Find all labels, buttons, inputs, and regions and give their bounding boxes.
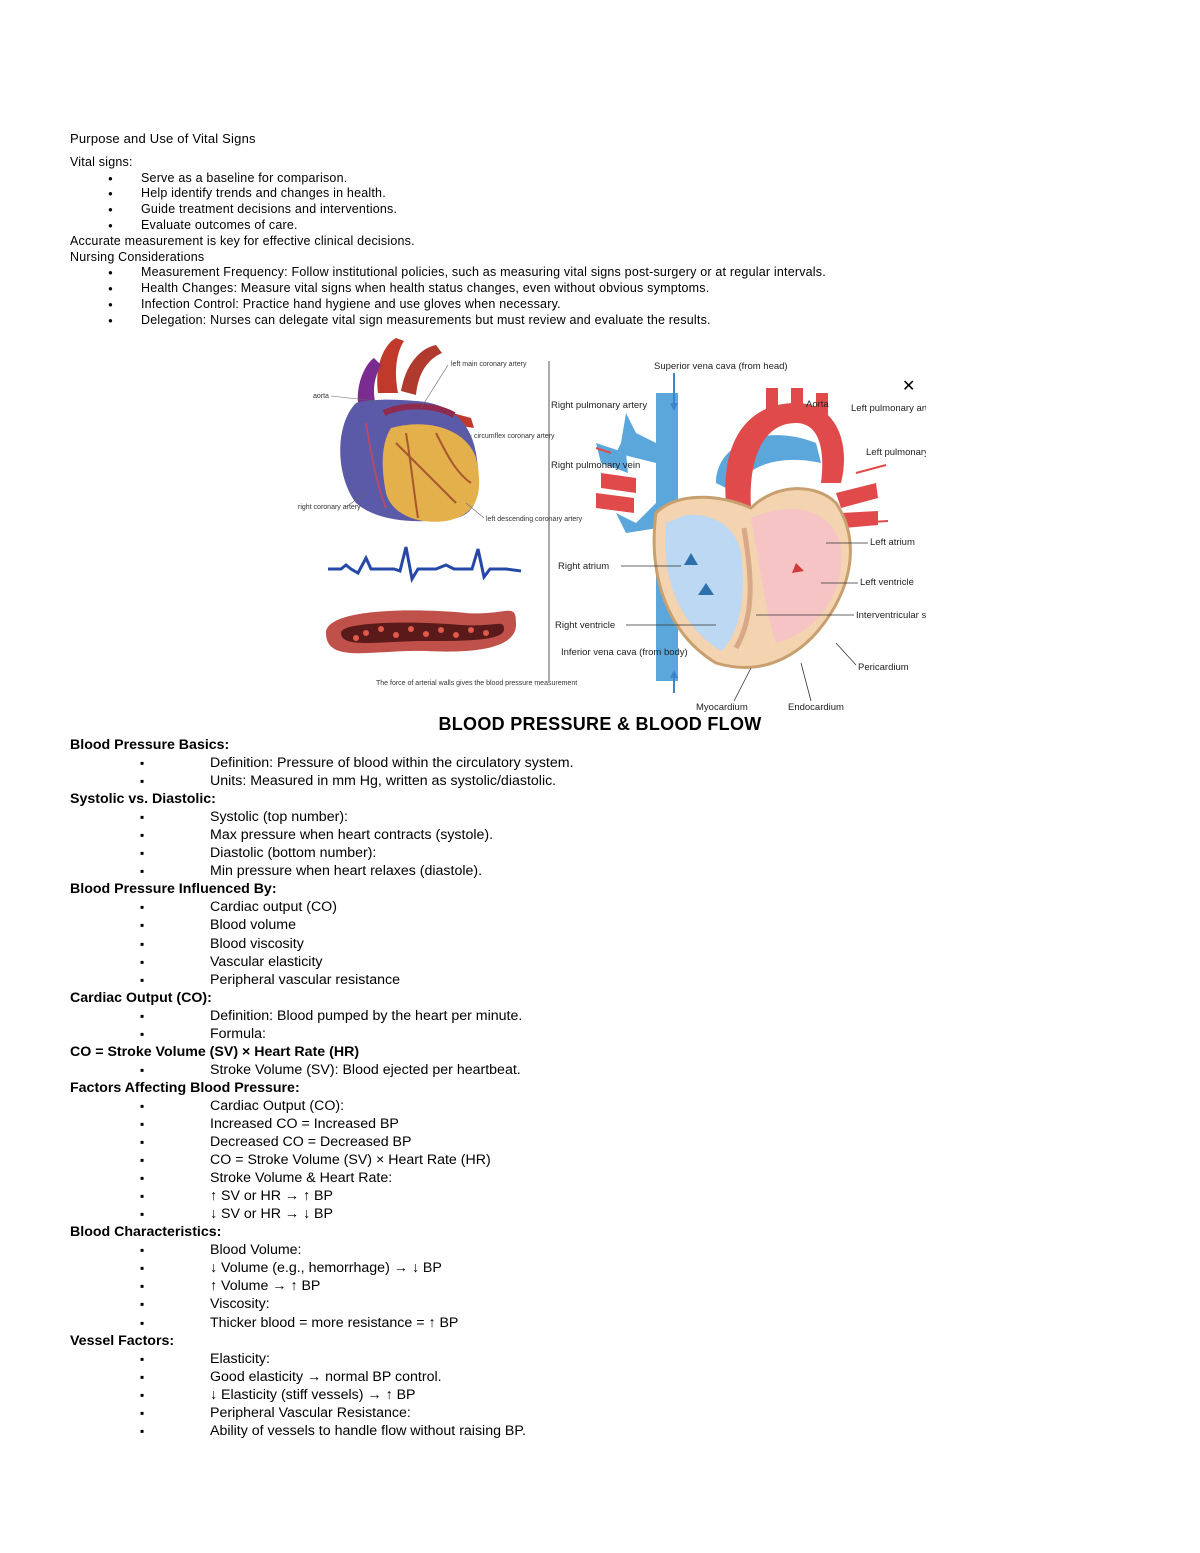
list-item: Definition: Blood pumped by the heart pe… xyxy=(70,1007,1170,1025)
heart-illustration: left main coronary artery aorta circumfl… xyxy=(298,338,926,713)
list-item: Stroke Volume & Heart Rate: xyxy=(70,1169,1170,1187)
factors-list: Cardiac Output (CO): Increased CO = Incr… xyxy=(70,1097,1170,1223)
vital-signs-section: Purpose and Use of Vital Signs Vital sig… xyxy=(70,131,1170,329)
ecg-trace xyxy=(328,546,522,584)
list-item: Blood Volume: xyxy=(70,1241,1170,1259)
list-item: Min pressure when heart relaxes (diastol… xyxy=(70,862,1170,880)
vessel-caption: The force of arterial walls gives the bl… xyxy=(376,680,577,687)
list-item: Systolic (top number): xyxy=(70,808,1170,826)
list-item: ↓ Elasticity (stiff vessels) → ↑ BP xyxy=(70,1386,1170,1404)
co-formula: CO = Stroke Volume (SV) × Heart Rate (HR… xyxy=(70,1043,360,1060)
list-item: Infection Control: Practice hand hygiene… xyxy=(70,297,1170,313)
purpose-list: Serve as a baseline for comparison. Help… xyxy=(70,171,1170,234)
accurate-text: Accurate measurement is key for effectiv… xyxy=(70,233,415,248)
label-septum: Interventricular septum xyxy=(856,610,926,621)
label-left-main: left main coronary artery xyxy=(451,361,527,368)
list-item: Serve as a baseline for comparison. xyxy=(70,171,1170,187)
heart-figure: left main coronary artery aorta circumfl… xyxy=(296,333,926,713)
list-item: ↓ SV or HR → ↓ BP xyxy=(70,1205,1170,1223)
list-item: CO = Stroke Volume (SV) × Heart Rate (HR… xyxy=(70,1151,1170,1169)
blood-pressure-section: Blood Pressure Basics: Definition: Press… xyxy=(70,736,1170,1440)
bp-basics-list: Definition: Pressure of blood within the… xyxy=(70,754,1170,790)
label-rv: Right ventricle xyxy=(555,620,615,631)
list-item: ↓ Volume (e.g., hemorrhage) → ↓ BP xyxy=(70,1259,1170,1277)
list-item: Stroke Volume (SV): Blood ejected per he… xyxy=(70,1061,1170,1079)
list-item: Increased CO = Increased BP xyxy=(70,1115,1170,1133)
label-right-coronary: right coronary artery xyxy=(298,504,361,511)
label-lpa: Left pulmonary artery xyxy=(851,403,926,414)
label-rpa: Right pulmonary artery xyxy=(551,400,647,411)
list-item: Units: Measured in mm Hg, written as sys… xyxy=(70,772,1170,790)
list-item: Good elasticity → normal BP control. xyxy=(70,1368,1170,1386)
label-svc-text: Superior vena cava (from head) xyxy=(654,361,788,372)
list-item: Formula: xyxy=(70,1025,1170,1043)
heart-cross-section xyxy=(595,373,889,693)
list-item: Help identify trends and changes in heal… xyxy=(70,186,1170,202)
label-lpv: Left pulmonary vein xyxy=(866,447,926,458)
figure-title: BLOOD PRESSURE & BLOOD FLOW xyxy=(438,714,762,734)
label-endocardium: Endocardium xyxy=(788,702,844,713)
co-list: Definition: Blood pumped by the heart pe… xyxy=(70,1007,1170,1043)
nursing-title: Nursing Considerations xyxy=(70,249,205,264)
list-item: Viscosity: xyxy=(70,1295,1170,1313)
list-item: Elasticity: xyxy=(70,1350,1170,1368)
label-ivc: Inferior vena cava (from body) xyxy=(561,647,688,658)
label-aorta: aorta xyxy=(313,393,329,400)
list-item: Evaluate outcomes of care. xyxy=(70,218,1170,234)
label-left-descending: left descending coronary artery xyxy=(486,516,583,523)
list-item: Cardiac output (CO) xyxy=(70,898,1170,916)
list-item: Max pressure when heart contracts (systo… xyxy=(70,826,1170,844)
list-item: Vascular elasticity xyxy=(70,953,1170,971)
label-lv: Left ventricle xyxy=(860,577,914,588)
list-item: Thicker blood = more resistance = ↑ BP xyxy=(70,1314,1170,1332)
list-item: Measurement Frequency: Follow institutio… xyxy=(70,265,1170,281)
label-ra: Right atrium xyxy=(558,561,609,572)
heading-influenced-by: Blood Pressure Influenced By: xyxy=(70,881,277,898)
heading-systolic-diastolic: Systolic vs. Diastolic: xyxy=(70,791,216,808)
vessel-list: Elasticity: Good elasticity → normal BP … xyxy=(70,1350,1170,1440)
list-item: Blood volume xyxy=(70,916,1170,934)
label-svc: Superior vena cava (from head) xyxy=(654,361,788,372)
heading-vessel-factors: Vessel Factors: xyxy=(70,1332,175,1349)
heading-blood-characteristics: Blood Characteristics: xyxy=(70,1224,222,1241)
heading-factors: Factors Affecting Blood Pressure: xyxy=(70,1079,300,1096)
label-circumflex: circumflex coronary artery xyxy=(474,433,555,440)
list-item: Peripheral vascular resistance xyxy=(70,971,1170,989)
list-item: ↑ SV or HR → ↑ BP xyxy=(70,1187,1170,1205)
influenced-list: Cardiac output (CO) Blood volume Blood v… xyxy=(70,898,1170,988)
blood-vessel-drawing xyxy=(326,610,517,654)
list-item: Diastolic (bottom number): xyxy=(70,844,1170,862)
blood-list: Blood Volume: ↓ Volume (e.g., hemorrhage… xyxy=(70,1241,1170,1331)
label-pericardium: Pericardium xyxy=(858,662,909,673)
list-item: ↑ Volume → ↑ BP xyxy=(70,1277,1170,1295)
label-rpv: Right pulmonary vein xyxy=(551,460,640,471)
list-item: Ability of vessels to handle flow withou… xyxy=(70,1422,1170,1440)
list-item: Health Changes: Measure vital signs when… xyxy=(70,281,1170,297)
list-item: Decreased CO = Decreased BP xyxy=(70,1133,1170,1151)
heading-bp-basics: Blood Pressure Basics: xyxy=(70,737,230,753)
label-aorta-right: Aorta xyxy=(806,399,829,410)
section-title: Purpose and Use of Vital Signs xyxy=(70,131,256,146)
close-icon[interactable]: ✕ xyxy=(902,378,916,395)
list-item: Guide treatment decisions and interventi… xyxy=(70,202,1170,218)
list-item: Blood viscosity xyxy=(70,935,1170,953)
sysdia-list: Systolic (top number): Max pressure when… xyxy=(70,808,1170,880)
external-heart-drawing xyxy=(340,338,480,522)
list-item: Peripheral Vascular Resistance: xyxy=(70,1404,1170,1422)
co-after-list: Stroke Volume (SV): Blood ejected per he… xyxy=(70,1061,1170,1079)
intro-text: Vital signs: xyxy=(70,154,133,169)
list-item: Definition: Pressure of blood within the… xyxy=(70,754,1170,772)
label-myocardium: Myocardium xyxy=(696,702,748,713)
label-la: Left atrium xyxy=(870,537,915,548)
list-item: Cardiac Output (CO): xyxy=(70,1097,1170,1115)
heading-cardiac-output: Cardiac Output (CO): xyxy=(70,989,212,1006)
nursing-list: Measurement Frequency: Follow institutio… xyxy=(70,265,1170,328)
list-item: Delegation: Nurses can delegate vital si… xyxy=(70,313,1170,329)
